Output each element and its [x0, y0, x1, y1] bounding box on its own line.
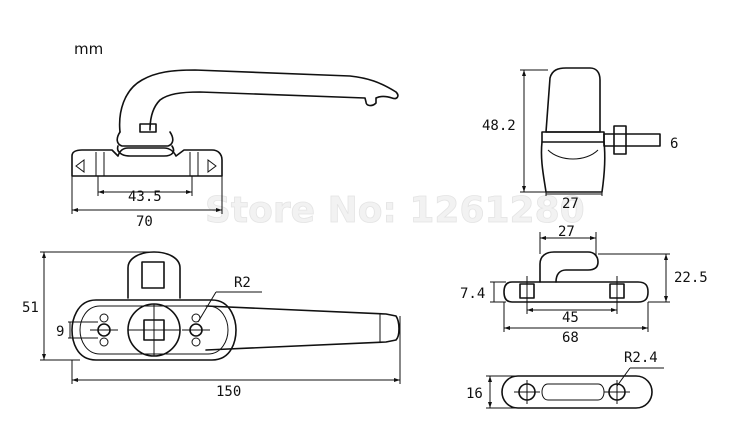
end-spindle-block	[613, 125, 627, 155]
unit-label: mm	[74, 40, 103, 58]
set-screw	[139, 123, 157, 133]
dim-label-70: 70	[136, 214, 153, 230]
top-screw-small	[99, 313, 109, 323]
arrow	[664, 296, 668, 302]
bracket-view: 27 22.5 7.4 45 68	[460, 224, 708, 346]
dim-leader-r2-4	[616, 367, 631, 387]
arrow	[394, 378, 400, 382]
handle-neck	[116, 131, 174, 147]
top-lever	[205, 305, 400, 351]
dim-label-51: 51	[22, 300, 39, 316]
end-body	[545, 67, 601, 133]
arrow	[540, 236, 546, 240]
dim-label-6: 6	[670, 136, 678, 152]
dim-leader-r2	[197, 291, 217, 323]
top-screw-small	[99, 337, 109, 347]
end-collar	[541, 131, 605, 143]
arrow	[98, 190, 104, 194]
arrow	[72, 378, 78, 382]
end-spindle-stub	[603, 133, 661, 147]
handle-lever-outline	[118, 69, 399, 133]
end-base-curve	[547, 149, 599, 160]
arrow	[642, 326, 648, 330]
arrowheads	[42, 70, 668, 408]
plate-outline	[501, 375, 653, 409]
bracket-base	[503, 281, 649, 303]
end-base	[540, 141, 606, 193]
arrow	[42, 252, 46, 258]
dim-label-22-5: 22.5	[674, 270, 708, 286]
side-view: 43.5 70	[71, 69, 399, 230]
side-base-plate	[71, 147, 223, 177]
end-view: 48.2 6 27	[482, 67, 678, 212]
arrow	[488, 402, 492, 408]
base-lug-right	[207, 159, 217, 173]
watermark-text: Store No: 1261280	[205, 190, 585, 231]
arrow	[216, 208, 222, 212]
dim-label-48-2: 48.2	[482, 118, 516, 134]
plate-slot	[541, 383, 605, 401]
handle-collar	[116, 145, 175, 157]
dim-label-16: 16	[466, 386, 483, 402]
arrow	[42, 354, 46, 360]
plate-view: R2.4 16	[466, 350, 664, 409]
arrow	[664, 254, 668, 260]
arrow	[504, 326, 510, 330]
top-view: 51 9 R2 150	[22, 251, 401, 400]
dim-label-45: 45	[562, 310, 579, 326]
dim-label-27-bracket: 27	[558, 224, 575, 240]
arrow	[590, 236, 596, 240]
dim-label-9: 9	[56, 324, 64, 340]
top-tab	[127, 251, 181, 299]
arrow	[522, 186, 526, 192]
dim-label-68: 68	[562, 330, 579, 346]
arrow	[522, 70, 526, 76]
arrow	[527, 308, 533, 312]
dim-label-7-4: 7.4	[460, 286, 485, 302]
dim-label-150: 150	[216, 384, 241, 400]
top-tab-slot	[141, 261, 165, 289]
arrow	[186, 190, 192, 194]
top-screw-small	[191, 337, 201, 347]
dim-label-43-5: 43.5	[128, 189, 162, 205]
dim-label-r2-4: R2.4	[624, 350, 658, 366]
arrow	[611, 308, 617, 312]
base-lug-left	[75, 159, 85, 173]
arrow	[488, 376, 492, 382]
dim-label-27: 27	[562, 196, 579, 212]
bracket-body	[539, 251, 599, 283]
arrow	[72, 208, 78, 212]
dim-label-r2: R2	[234, 275, 251, 291]
